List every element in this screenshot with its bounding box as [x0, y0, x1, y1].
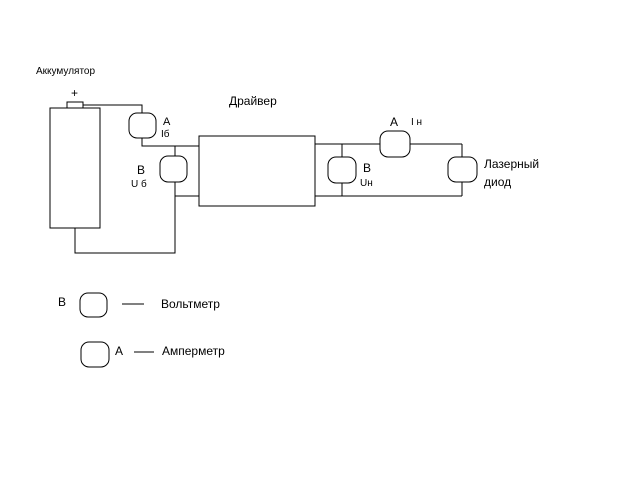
legend-ammeter-letter: А [115, 344, 123, 358]
voltmeter-load-sub: Uн [360, 178, 373, 189]
voltmeter-battery-letter: В [137, 163, 145, 177]
ammeter-load-letter: А [390, 115, 398, 129]
ammeter-load-sub: I н [411, 117, 422, 128]
legend-voltmeter-letter: В [58, 295, 66, 309]
voltmeter-battery-sub: U б [131, 178, 147, 190]
ammeter-battery-letter: А [163, 116, 171, 128]
battery-body [49, 107, 101, 229]
laser-label-line1: Лазерный [484, 157, 539, 171]
voltmeter-battery [159, 155, 188, 183]
battery [49, 101, 101, 229]
battery-plus-label: + [71, 86, 78, 100]
wires [74, 102, 463, 254]
legend-ammeter-symbol [80, 341, 110, 368]
driver-label: Драйвер [229, 94, 277, 108]
ammeter-battery [128, 112, 157, 139]
ammeter-load [379, 130, 411, 158]
legend: В Вольтметр А Амперметр [58, 292, 225, 368]
legend-ammeter-text: Амперметр [162, 344, 225, 358]
legend-voltmeter-text: Вольтметр [161, 297, 220, 311]
laser-diode [447, 156, 478, 183]
ammeter-battery-sub: Iб [161, 128, 170, 140]
voltmeter-load-letter: В [363, 161, 371, 175]
driver-block [198, 135, 316, 207]
battery-terminal [66, 101, 84, 109]
wire-battery-minus [74, 196, 176, 254]
battery-label: Аккумулятор [36, 66, 95, 77]
laser-label-line2: диод [484, 175, 511, 189]
wire-ammeter-driver-in [141, 137, 199, 147]
voltmeter-load [327, 156, 357, 184]
wire-battery-plus [82, 102, 143, 113]
legend-voltmeter-symbol [79, 292, 108, 318]
